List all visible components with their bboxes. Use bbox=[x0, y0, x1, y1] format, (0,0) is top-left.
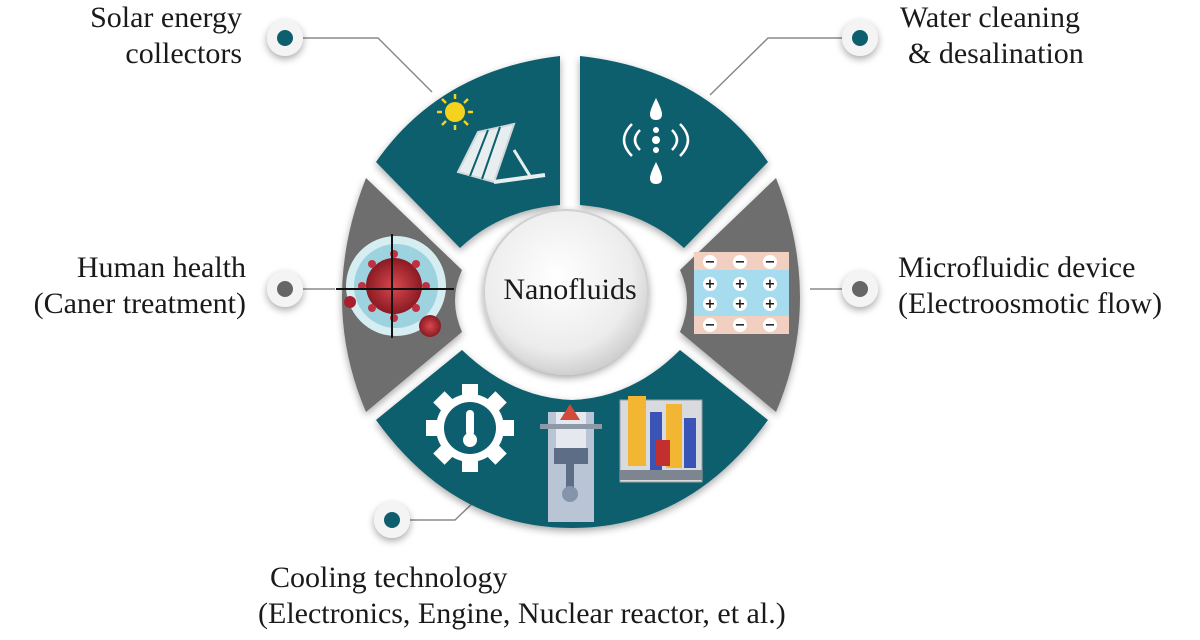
ion-sign: + bbox=[705, 277, 716, 292]
ion-marker bbox=[763, 297, 777, 311]
ion-marker bbox=[763, 255, 777, 269]
connector-lines bbox=[302, 37, 858, 521]
microfluidic-signs: − − − + + + + + + − − − bbox=[703, 255, 777, 333]
engine-piston-icon bbox=[540, 404, 602, 522]
ion-marker bbox=[733, 318, 747, 332]
label-solar: Solar energy collectors bbox=[60, 0, 242, 72]
center-circle bbox=[483, 209, 649, 375]
label-cooling: Cooling technology (Electronics, Engine,… bbox=[258, 560, 786, 632]
water-drop-icon bbox=[622, 98, 690, 184]
ion-sign: − bbox=[705, 255, 716, 270]
ion-sign: − bbox=[735, 255, 746, 270]
ion-sign: − bbox=[705, 318, 716, 333]
ion-marker bbox=[763, 277, 777, 291]
solar-panel-icon bbox=[437, 94, 546, 184]
ion-sign: − bbox=[765, 318, 776, 333]
virus-target-icon bbox=[336, 234, 454, 338]
label-micro: Microfluidic device (Electroosmotic flow… bbox=[898, 250, 1162, 322]
label-health-line2: (Caner treatment) bbox=[33, 287, 246, 320]
label-solar-line2: collectors bbox=[125, 37, 242, 70]
label-solar-line1: Solar energy bbox=[90, 1, 242, 34]
bullet-solar bbox=[267, 20, 303, 56]
ion-sign: − bbox=[765, 255, 776, 270]
ion-marker bbox=[703, 297, 717, 311]
label-micro-line1: Microfluidic device bbox=[898, 251, 1136, 284]
bullet-micro bbox=[842, 271, 878, 307]
label-water-line1: Water cleaning bbox=[900, 1, 1080, 34]
label-micro-line2: (Electroosmotic flow) bbox=[898, 287, 1163, 320]
ion-marker bbox=[763, 318, 777, 332]
ion-sign: + bbox=[705, 297, 716, 312]
ion-sign: + bbox=[765, 297, 776, 312]
ion-marker bbox=[703, 318, 717, 332]
center-label: Nanofluids bbox=[503, 273, 637, 306]
bullet-cooling bbox=[374, 502, 410, 538]
label-cooling-line2: (Electronics, Engine, Nuclear reactor, e… bbox=[258, 597, 786, 630]
ion-sign: − bbox=[735, 318, 746, 333]
ion-sign: + bbox=[765, 277, 776, 292]
ion-marker bbox=[703, 277, 717, 291]
ion-sign: + bbox=[735, 297, 746, 312]
bullet-health bbox=[267, 271, 303, 307]
label-health-line1: Human health bbox=[76, 251, 246, 284]
segment-water bbox=[580, 56, 768, 248]
gear-thermometer-icon bbox=[426, 384, 514, 472]
label-water: Water cleaning & desalination bbox=[900, 0, 1084, 72]
label-water-line2: & desalination bbox=[908, 37, 1084, 70]
label-health: Human health (Caner treatment) bbox=[0, 250, 246, 322]
ion-sign: + bbox=[735, 277, 746, 292]
ion-marker bbox=[703, 255, 717, 269]
ion-marker bbox=[733, 255, 747, 269]
ion-marker bbox=[733, 277, 747, 291]
label-cooling-line1: Cooling technology bbox=[270, 561, 508, 594]
bullet-markers bbox=[267, 20, 878, 538]
bullet-water bbox=[842, 20, 878, 56]
nuclear-reactor-icon bbox=[619, 396, 703, 483]
ion-marker bbox=[733, 297, 747, 311]
